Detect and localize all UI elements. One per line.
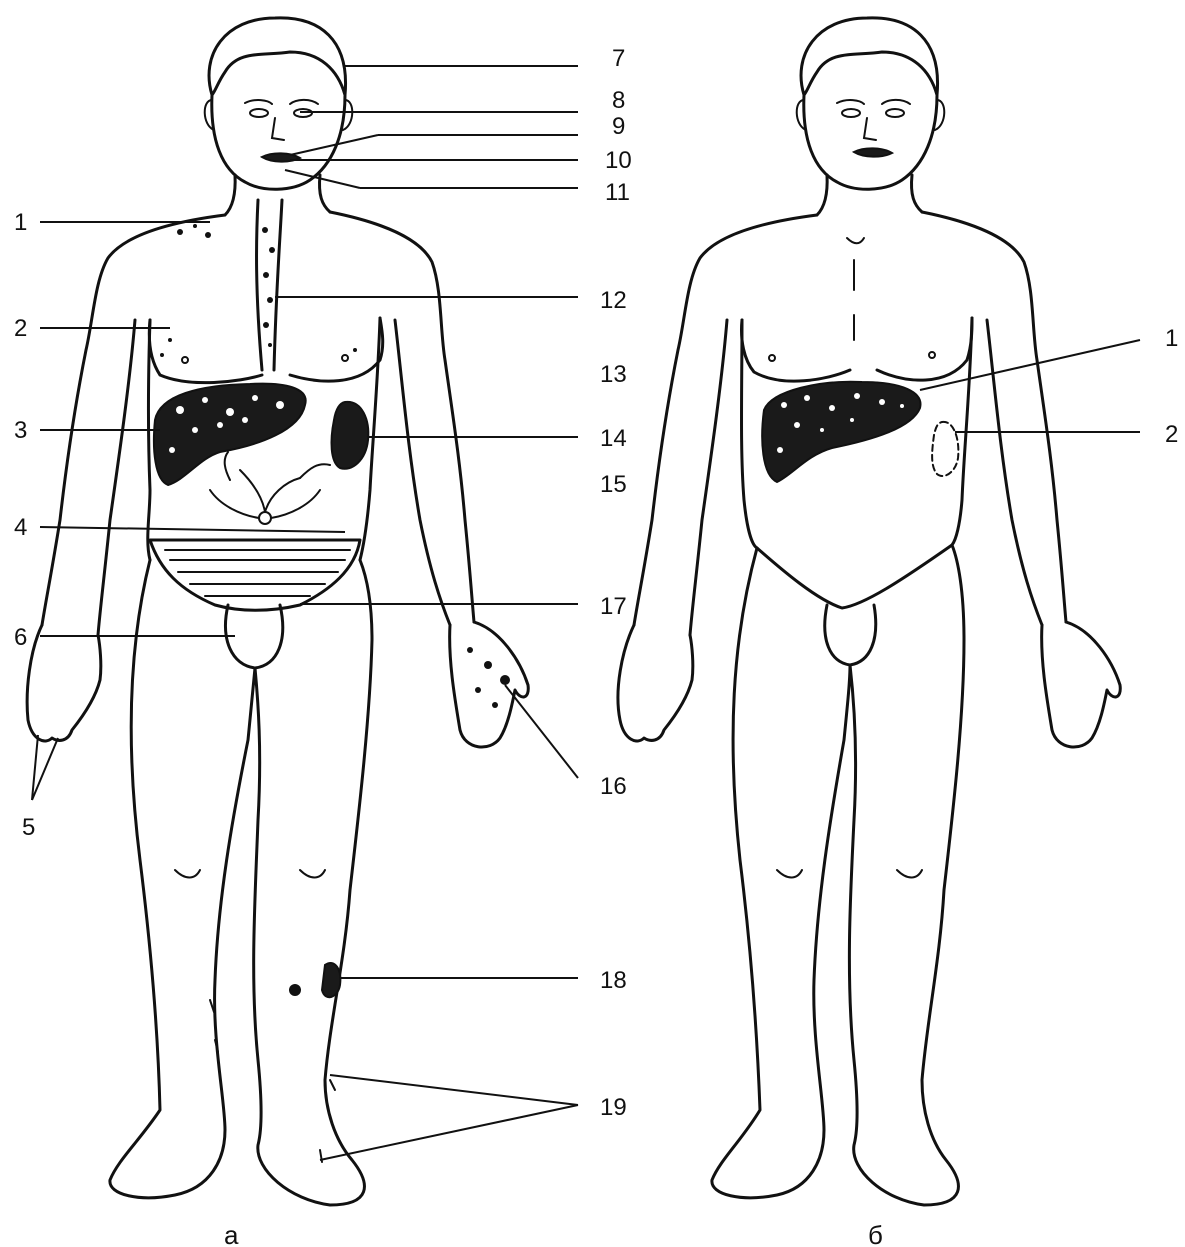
- label-a-2: 2: [14, 315, 27, 342]
- label-a-4: 4: [14, 514, 27, 541]
- label-b-2: 2: [1165, 421, 1178, 448]
- caption-a: а: [224, 1220, 239, 1247]
- figure-b-left-hand: [1042, 622, 1121, 747]
- label-a-6: 6: [14, 624, 27, 651]
- label-a-13: 13: [600, 361, 627, 388]
- figure-a-labels: 1 2 3 4 5 6 7 8 9 10 11 12 13 14 15 16 1…: [14, 45, 632, 1247]
- label-a-1: 1: [14, 209, 27, 236]
- figure-b-hair: [801, 18, 938, 95]
- caption-b: б: [868, 1220, 883, 1247]
- label-a-12: 12: [600, 287, 627, 314]
- figure-a-leader-lines: [32, 66, 578, 1160]
- label-a-3: 3: [14, 417, 27, 444]
- figure-b-leader-lines: [920, 340, 1140, 432]
- figure-a-spleen: [332, 402, 369, 469]
- label-a-17: 17: [600, 593, 627, 620]
- label-a-19: 19: [600, 1094, 627, 1121]
- label-a-15: 15: [600, 471, 627, 498]
- figure-b-liver: [762, 382, 920, 482]
- figure-b-right-hand: [618, 625, 693, 741]
- label-a-14: 14: [600, 425, 627, 452]
- figure-a-legs: [110, 560, 372, 1205]
- figure-a-left-hand: [450, 622, 529, 747]
- figure-b-head: [804, 95, 937, 189]
- label-a-7: 7: [612, 45, 625, 72]
- figure-b: [618, 18, 1120, 1205]
- figure-a-liver: [154, 384, 306, 485]
- figure-a-right-hand: [27, 625, 101, 741]
- label-a-10: 10: [605, 147, 632, 174]
- label-a-5: 5: [22, 814, 35, 841]
- label-a-9: 9: [612, 113, 625, 140]
- figure-b-spleen: [932, 422, 958, 476]
- label-a-16: 16: [600, 773, 627, 800]
- label-a-11: 11: [605, 179, 630, 206]
- figure-a-hair: [209, 18, 346, 95]
- figure-a: [27, 18, 528, 1205]
- figure-b-labels: 1 2 б: [868, 325, 1178, 1247]
- label-b-1: 1: [1165, 325, 1178, 352]
- label-a-8: 8: [612, 87, 625, 114]
- label-a-18: 18: [600, 967, 627, 994]
- figure-b-legs: [712, 545, 964, 1205]
- figure-a-head: [212, 95, 345, 189]
